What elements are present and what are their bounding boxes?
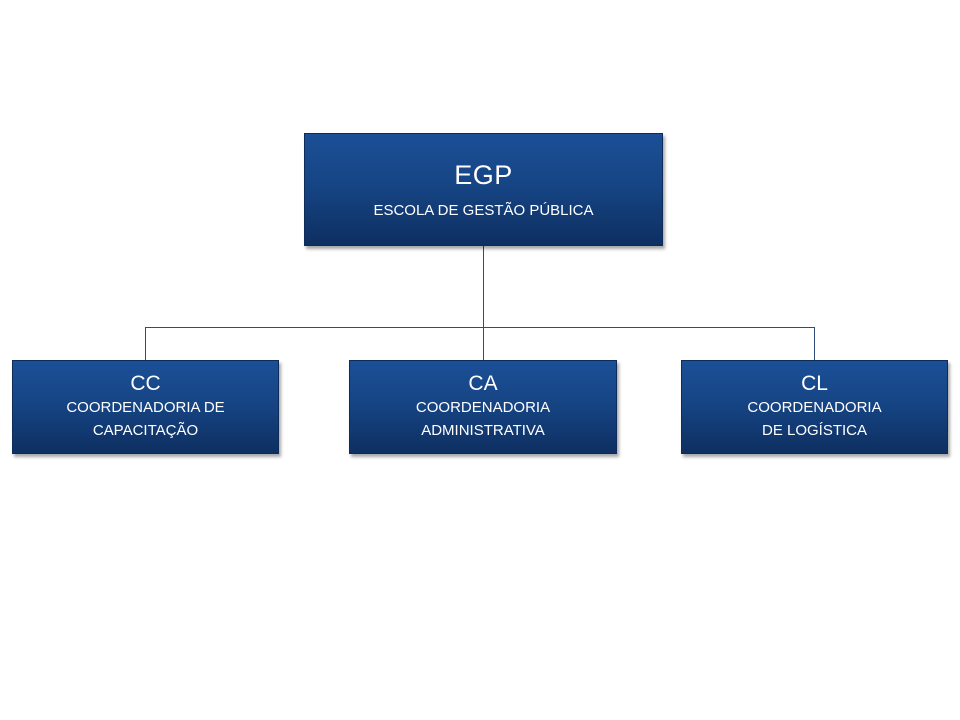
node-cl-abbr: CL xyxy=(801,371,828,395)
node-cc: CC COORDENADORIA DE CAPACITAÇÃO xyxy=(12,360,279,454)
node-ca-abbr: CA xyxy=(468,371,498,395)
node-egp-abbr: EGP xyxy=(454,159,513,190)
node-cl: CL COORDENADORIA DE LOGÍSTICA xyxy=(681,360,948,454)
node-cc-name: COORDENADORIA DE CAPACITAÇÃO xyxy=(66,398,225,439)
node-ca: CA COORDENADORIA ADMINISTRATIVA xyxy=(349,360,617,454)
node-egp-name: ESCOLA DE GESTÃO PÚBLICA xyxy=(373,201,594,219)
node-cl-name: COORDENADORIA DE LOGÍSTICA xyxy=(747,398,882,439)
node-cc-abbr: CC xyxy=(130,371,161,395)
node-ca-name: COORDENADORIA ADMINISTRATIVA xyxy=(415,398,551,439)
node-egp: EGP ESCOLA DE GESTÃO PÚBLICA xyxy=(304,133,663,246)
